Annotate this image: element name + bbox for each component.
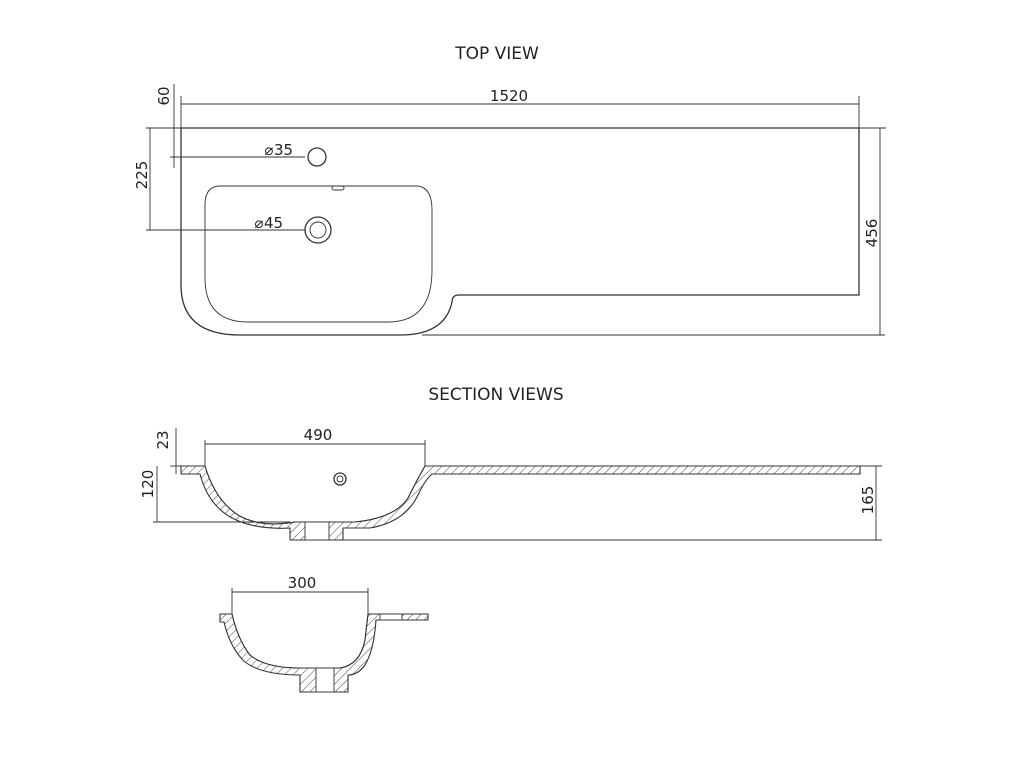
section-short-overflow [379,613,403,621]
section-short-drain [315,667,335,693]
dim-tap-diameter-label: 35 [274,141,293,159]
waste-hole-inner [309,221,327,239]
overflow-slot [331,185,345,191]
dim-490-label: 490 [304,426,333,444]
tap-hole [307,147,327,167]
section-views-title: SECTION VIEWS [428,385,563,405]
section-long-overflow-inner [336,475,344,483]
dim-23-label: 23 [154,430,172,449]
dim-120-label: 120 [139,470,157,499]
section-long-overflow-outer [333,472,347,486]
top-view-title: TOP VIEW [454,44,539,64]
top-view-bowl [204,185,433,323]
dim-165-label: 165 [859,486,877,515]
dim-tap-diameter-symbol: ⌀ [264,141,273,159]
section-long-body [180,465,861,541]
section-long-drain [304,521,330,541]
dim-456-label: 456 [863,219,881,248]
dim-300-label: 300 [288,574,317,592]
waste-hole-outer [304,216,332,244]
dim-waste-diameter-label: 45 [264,214,283,232]
dim-waste-diameter-symbol: ⌀ [254,214,263,232]
dim-1520-label: 1520 [490,87,528,105]
top-view-outline [180,127,860,336]
dim-60-label: 60 [155,86,173,105]
section-short-inner [231,613,369,669]
dim-225-label: 225 [133,161,151,190]
